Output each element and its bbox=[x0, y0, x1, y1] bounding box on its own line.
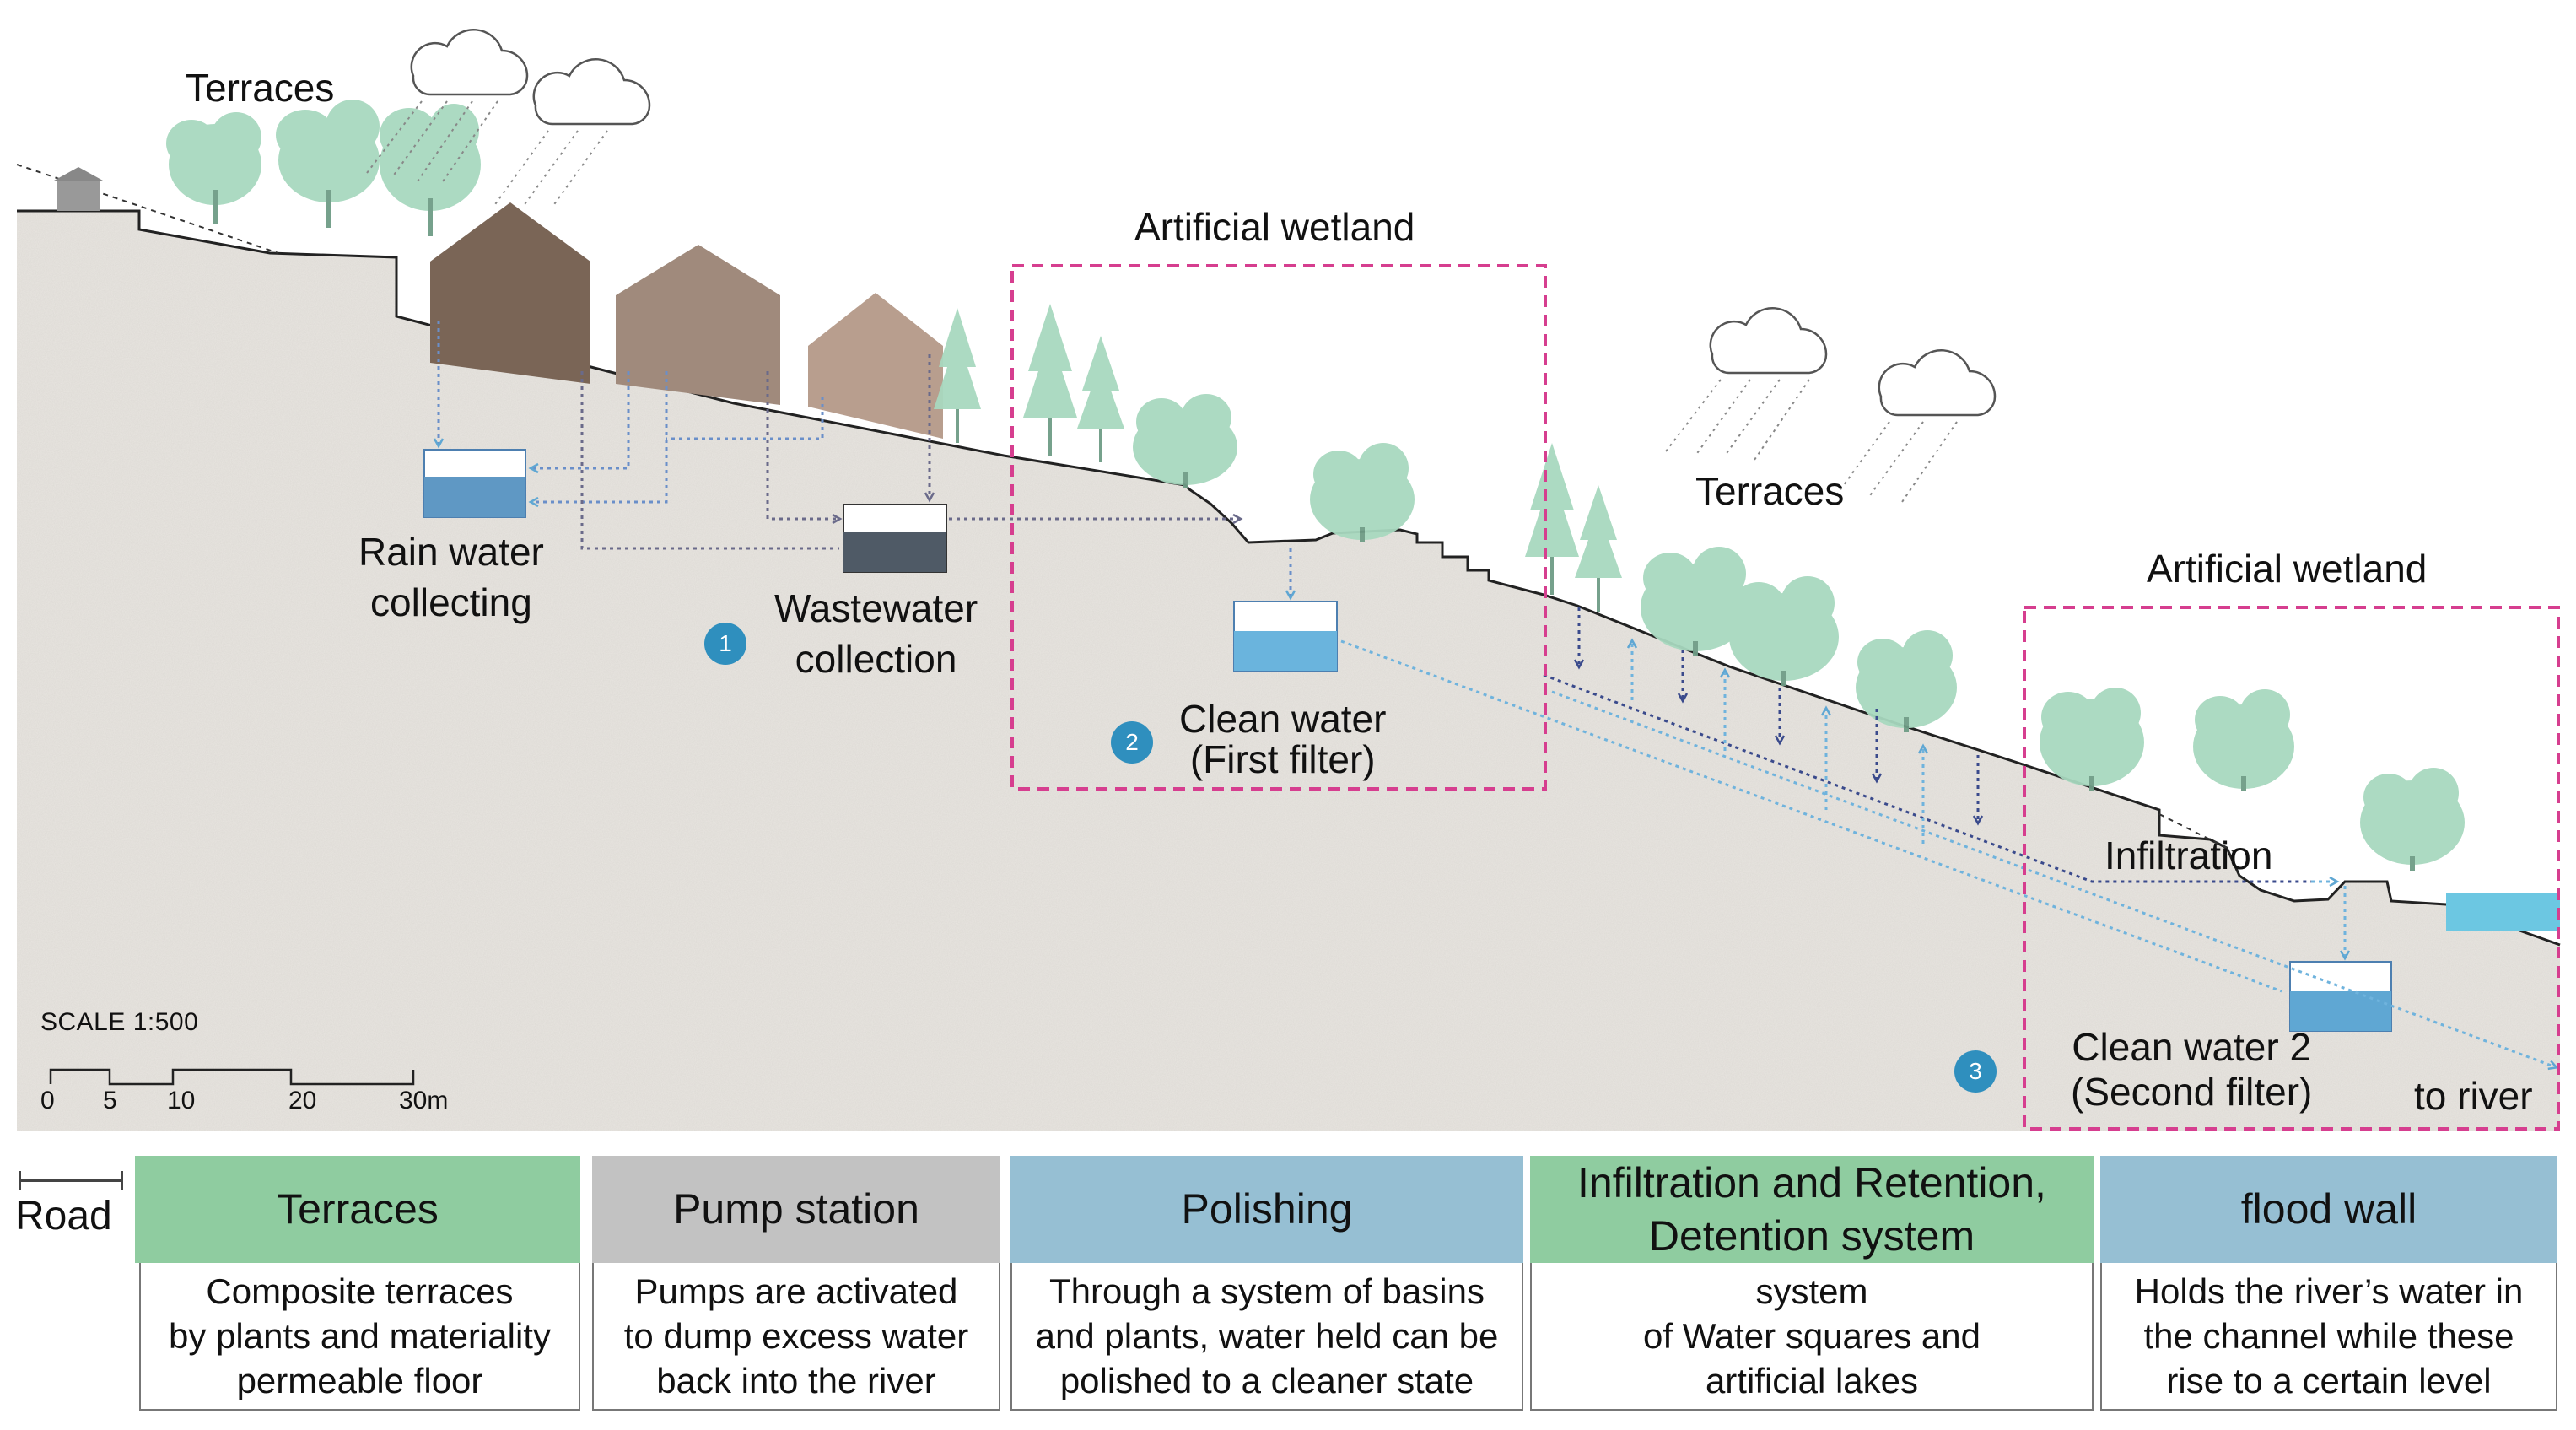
road-label: Road bbox=[15, 1194, 112, 1238]
houses bbox=[430, 202, 943, 439]
rain-water-tank bbox=[423, 449, 526, 518]
to-river-label: to river bbox=[2414, 1074, 2533, 1118]
river-water bbox=[2446, 893, 2560, 931]
rain-lines bbox=[366, 100, 1958, 503]
legend-body-flood-wall: Holds the river’s water in the channel w… bbox=[2100, 1263, 2557, 1411]
legend-body-pump-station: Pumps are activated to dump excess water… bbox=[592, 1263, 1000, 1411]
badge-1: 1 bbox=[704, 623, 746, 665]
rain-water-label: Rain water collecting bbox=[358, 530, 544, 624]
legend-title-polishing: Polishing bbox=[1010, 1156, 1523, 1263]
artificial-wetland-box-2 bbox=[2023, 606, 2560, 1131]
clean-water-tank-1 bbox=[1233, 601, 1338, 672]
scale-title: SCALE 1:500 bbox=[40, 1008, 199, 1036]
legend-card-infiltration: Infiltration and Retention, Detention sy… bbox=[1530, 1156, 2094, 1411]
road-house-icon bbox=[54, 167, 103, 211]
road-scale-icon bbox=[19, 1171, 123, 1190]
trees bbox=[166, 100, 2465, 871]
scale-bar bbox=[49, 1068, 415, 1086]
road-legend: Road bbox=[15, 1164, 125, 1240]
artificial-wetland-label-2: Artificial wetland bbox=[2147, 547, 2428, 591]
rain-clouds bbox=[410, 29, 1997, 417]
wastewater-tank bbox=[843, 504, 947, 573]
terraces-label-top: Terraces bbox=[186, 66, 335, 110]
scale-tick-30: 30m bbox=[399, 1087, 449, 1114]
badge-2: 2 bbox=[1111, 721, 1153, 764]
legend-title-infiltration: Infiltration and Retention, Detention sy… bbox=[1530, 1156, 2094, 1263]
legend-body-terraces: Composite terraces by plants and materia… bbox=[139, 1263, 580, 1411]
scale-tick-10: 10 bbox=[167, 1087, 196, 1114]
badge-3: 3 bbox=[1954, 1050, 1997, 1093]
flow-arrows bbox=[433, 321, 2559, 1071]
wastewater-label: Wastewater collection bbox=[774, 586, 978, 681]
infiltration-label: Infiltration bbox=[2104, 834, 2273, 877]
clean-water-1-label: Clean water (First filter) bbox=[1179, 697, 1387, 782]
legend-card-terraces: Terraces Composite terraces by plants an… bbox=[135, 1156, 580, 1411]
legend-body-polishing: Through a system of basins and plants, w… bbox=[1010, 1263, 1523, 1411]
legend-title-pump-station: Pump station bbox=[592, 1156, 1000, 1263]
legend-body-infiltration: system of Water squares and artificial l… bbox=[1530, 1263, 2094, 1411]
legend-card-pump-station: Pump station Pumps are activated to dump… bbox=[592, 1156, 1000, 1411]
clean-water-2-label: Clean water 2 (Second filter) bbox=[2071, 1025, 2313, 1114]
artificial-wetland-box-1 bbox=[1010, 264, 1547, 791]
legend-card-polishing: Polishing Through a system of basins and… bbox=[1010, 1156, 1523, 1411]
artificial-wetland-label-1: Artificial wetland bbox=[1134, 205, 1415, 249]
legend-title-flood-wall: flood wall bbox=[2100, 1156, 2557, 1263]
clean-water-tank-2 bbox=[2289, 961, 2392, 1032]
scale-tick-20: 20 bbox=[288, 1087, 317, 1114]
legend-card-flood-wall: flood wall Holds the river’s water in th… bbox=[2100, 1156, 2557, 1411]
legend-title-terraces: Terraces bbox=[135, 1156, 580, 1263]
scale-tick-5: 5 bbox=[103, 1087, 117, 1114]
terraces-label-mid: Terraces bbox=[1695, 469, 1845, 513]
scale-tick-0: 0 bbox=[40, 1087, 55, 1114]
